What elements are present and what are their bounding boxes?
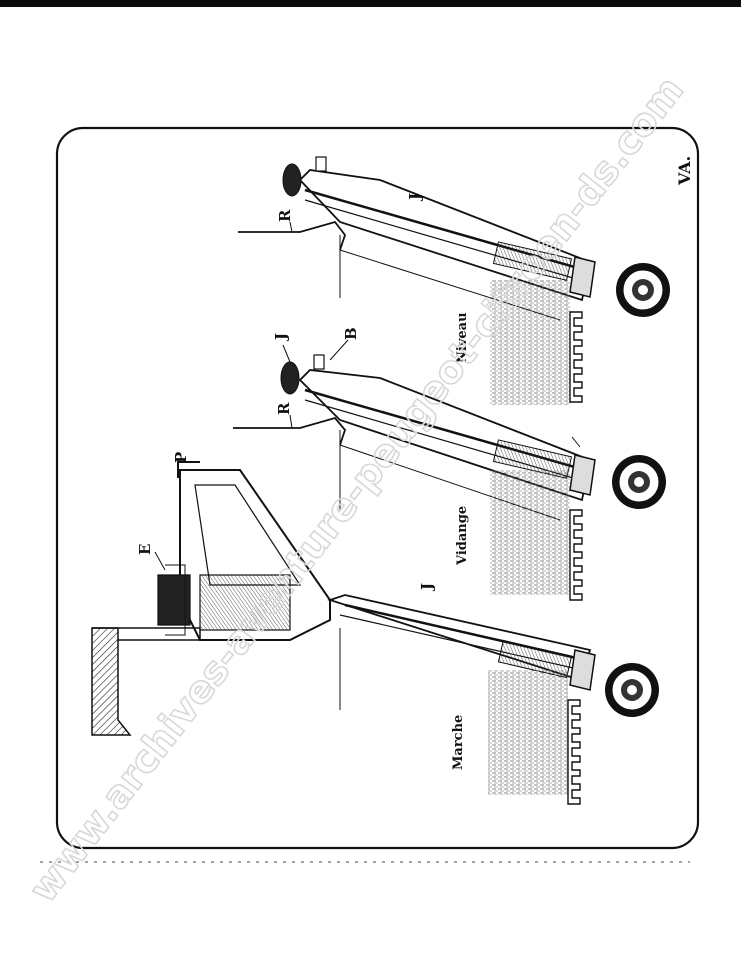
label-j-left: J	[418, 583, 436, 592]
assembly-niveau	[238, 156, 670, 405]
drain-tube	[327, 594, 596, 691]
mid-fins	[569, 509, 583, 601]
top-border-band	[0, 0, 741, 7]
label-p: P	[172, 452, 190, 463]
right-coolant	[490, 280, 570, 405]
mid-knob-collar	[313, 354, 325, 370]
label-r-right: R	[276, 209, 294, 222]
filler-cap	[157, 574, 191, 626]
caption-niveau: Niveau	[455, 312, 470, 363]
housing-lip	[177, 461, 200, 478]
section-disc-vidange	[612, 455, 666, 509]
right-fins	[569, 311, 583, 403]
cap-lip	[165, 564, 186, 636]
label-r-mid: R	[275, 402, 293, 415]
block-top	[92, 627, 201, 641]
label-e: E	[136, 544, 154, 555]
label-j-right: J	[406, 193, 424, 202]
label-b: B	[342, 327, 360, 340]
mid-coolant	[490, 470, 570, 595]
filler-cartridge	[199, 574, 291, 631]
caption-marche: Marche	[451, 715, 466, 770]
leader-lines	[154, 221, 581, 571]
mid-wall	[233, 416, 347, 446]
right-knob-collar	[315, 156, 327, 172]
mid-knob	[280, 361, 300, 395]
right-wall	[238, 220, 347, 251]
coolant-region	[488, 670, 568, 795]
radiator-fins	[567, 699, 581, 805]
section-disc-marche	[605, 663, 659, 717]
assembly-marche	[91, 461, 659, 805]
mid-tube	[298, 369, 596, 502]
housing-inner	[194, 484, 302, 586]
caption-vidange: Vidange	[455, 506, 470, 566]
section-disc-niveau	[616, 263, 670, 317]
plate-mark: VA.	[675, 156, 694, 186]
right-knob	[282, 163, 302, 197]
block-wall	[91, 627, 132, 736]
assembly-vidange	[233, 354, 666, 601]
label-j-mid: J	[272, 333, 290, 342]
plate-frame	[55, 126, 700, 850]
right-tube	[298, 169, 596, 302]
